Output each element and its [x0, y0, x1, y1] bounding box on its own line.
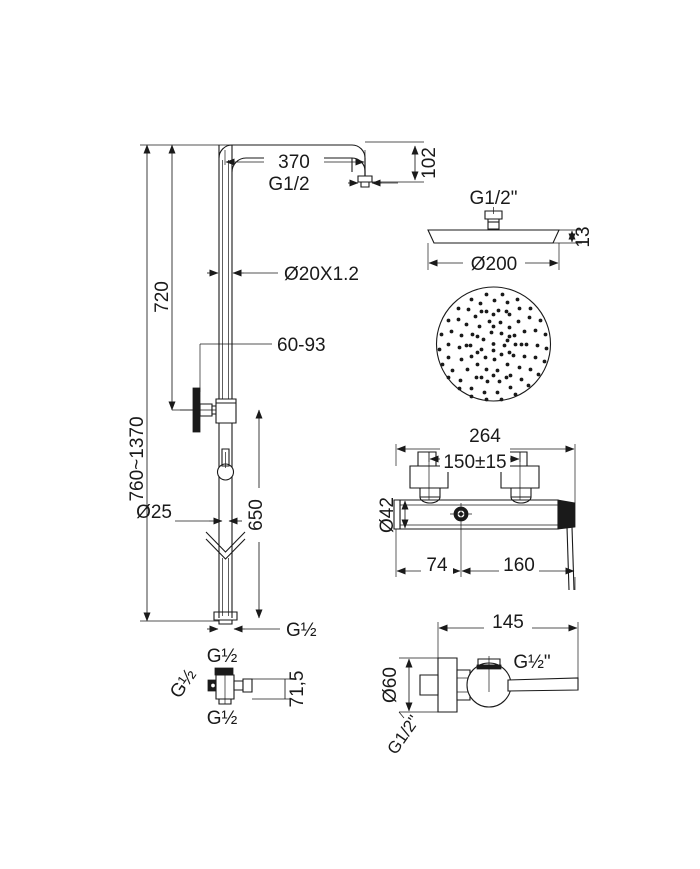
- dim-label-mixer-width: 264: [469, 426, 501, 447]
- dim-label-upper-height: 720: [152, 281, 173, 313]
- dim-label-angle-valve-height: 71,5: [287, 671, 308, 708]
- dim-label-stop-valve-outlet-thread: G½": [513, 652, 550, 673]
- head-connector: [484, 210, 503, 230]
- dim-mixer-spacing: 150±15: [428, 448, 521, 473]
- dim-bracket-offset: 60-93: [199, 335, 326, 392]
- dim-label-mixer-body-diameter: Ø42: [377, 497, 398, 533]
- dim-mixer-offsets: 74 160: [395, 525, 576, 590]
- dim-stop-valve-flange-diameter: Ø60: [380, 657, 438, 713]
- dim-label-riser-tube: Ø20X1.2: [284, 264, 359, 285]
- dim-stop-valve-wall-thread: G1/2": [383, 711, 424, 758]
- dim-head-diameter: Ø200: [427, 243, 560, 276]
- dim-upper-height: 720: [152, 144, 176, 411]
- dim-label-angle-valve-top: G½: [207, 646, 238, 667]
- dim-label-stop-valve-projection: 145: [492, 612, 524, 633]
- dim-label-arm-drop: 102: [419, 147, 440, 179]
- dim-arm-drop: 102: [365, 141, 440, 183]
- wall-bracket: [180, 387, 237, 433]
- dim-angle-valve-height: 71,5: [252, 671, 308, 708]
- dim-label-stop-valve-wall-thread: G1/2": [383, 712, 423, 758]
- dim-label-hose-tube: Ø25: [136, 502, 172, 523]
- stop-valve-lever: [507, 677, 579, 692]
- mixer-outlet-boss: [450, 503, 472, 525]
- view-shower-head: G1/2" Ø200 13: [427, 188, 594, 402]
- hose-break-symbol: [205, 531, 246, 560]
- nozzle-pattern: [437, 292, 549, 402]
- head-side-profile: [427, 229, 560, 244]
- stop-valve-flange: [419, 657, 472, 713]
- dim-label-lower-height: 650: [246, 499, 267, 531]
- dim-label-head-thickness: 13: [573, 226, 594, 247]
- hose-lower: [222, 558, 229, 616]
- dim-label-angle-valve-bottom: G½: [207, 708, 238, 729]
- dim-label-mixer-right-offset: 160: [503, 555, 535, 576]
- mixer-body: [399, 499, 559, 530]
- stop-valve-head: [466, 656, 512, 708]
- mixer-inlet-left: [409, 451, 449, 504]
- dim-hose-tube: Ø25: [136, 502, 242, 525]
- dim-label-angle-valve-left: G½: [166, 665, 201, 702]
- angle-valve-body: [207, 667, 253, 705]
- view-mixer-valve: 264 150±15 Ø42: [377, 426, 576, 591]
- dim-label-arm-thread: G1/2: [268, 174, 309, 195]
- view-main-column: 760~1370 720 370 102: [127, 141, 440, 641]
- dim-label-bracket-offset: 60-93: [277, 335, 326, 356]
- dim-stop-valve-projection: 145: [437, 612, 579, 678]
- dim-label-mixer-left-offset: 74: [426, 555, 448, 576]
- handshower-holder: [216, 448, 235, 481]
- mixer-lever: [557, 499, 576, 591]
- dim-label-mixer-spacing: 150±15: [443, 452, 506, 473]
- dim-arm-thread: G1/2: [268, 174, 398, 195]
- view-stop-valve: 145 Ø60 G1/2" G½": [380, 612, 579, 758]
- dim-total-height: 760~1370: [127, 144, 151, 622]
- dim-head-thickness: 13: [553, 226, 594, 248]
- dim-label-head-thread: G1/2": [470, 188, 518, 209]
- dim-lower-height: 650: [246, 409, 272, 619]
- dim-label-head-diameter: Ø200: [471, 254, 517, 275]
- dim-inlet-thread: G½: [207, 620, 317, 641]
- riser-tube: [218, 145, 233, 618]
- dim-label-stop-valve-flange-diameter: Ø60: [380, 667, 401, 703]
- dim-label-inlet-thread: G½: [286, 620, 317, 641]
- column-inlet-fitting: [213, 611, 238, 625]
- view-angle-valve: 71,5 G½ G½ G½: [166, 646, 308, 729]
- head-face: [435, 286, 552, 402]
- dim-head-thread: G1/2": [470, 188, 518, 214]
- dim-label-arm-length: 370: [278, 152, 310, 173]
- dim-mixer-body-diameter: Ø42: [377, 497, 412, 533]
- dim-riser-tube: Ø20X1.2: [207, 264, 359, 285]
- dim-label-total-height: 760~1370: [127, 416, 148, 501]
- dim-arm-length: 370: [224, 148, 366, 174]
